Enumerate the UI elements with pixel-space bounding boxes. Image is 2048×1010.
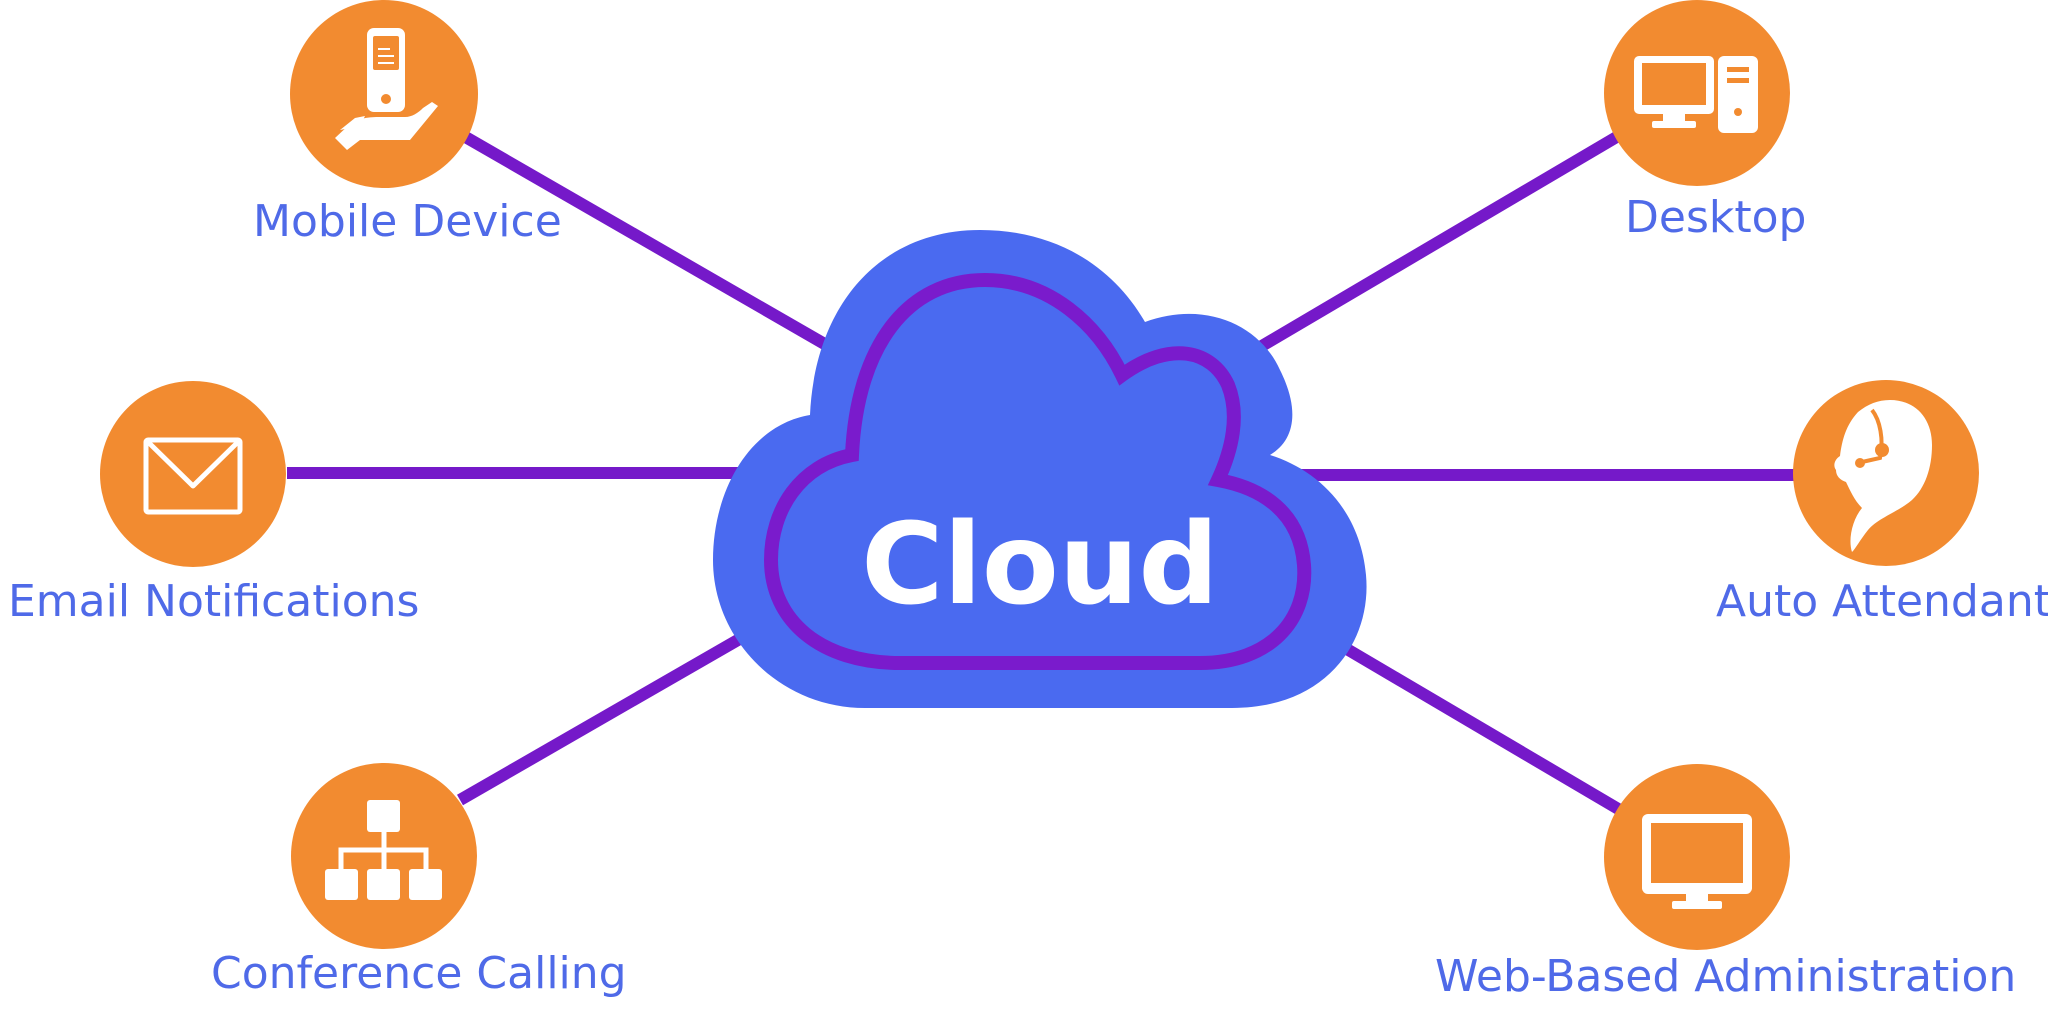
desktop-computer-icon xyxy=(1634,56,1758,133)
connector-conference-calling xyxy=(457,631,746,806)
envelope-icon xyxy=(143,437,243,515)
label-web-based-administration: Web-Based Administration xyxy=(1435,951,2017,1002)
connector-desktop xyxy=(1251,129,1624,356)
node-desktop xyxy=(1604,0,1790,186)
cloud-shape xyxy=(713,230,1367,708)
cloud-label: Cloud xyxy=(861,500,1219,630)
connectors xyxy=(287,129,1795,816)
node-auto-attendant xyxy=(1793,380,1979,566)
node-conference-calling xyxy=(291,763,477,949)
mobile-phone-in-hand-icon xyxy=(335,28,438,150)
node-mobile-device xyxy=(290,0,478,188)
label-conference-calling: Conference Calling xyxy=(211,948,627,999)
label-desktop: Desktop xyxy=(1625,192,1807,243)
label-auto-attendant: Auto Attendant xyxy=(1716,576,2048,627)
node-web-based-administration xyxy=(1604,764,1790,950)
monitor-icon xyxy=(1642,814,1752,909)
headset-operator-icon xyxy=(1834,400,1932,552)
connector-web-based-administration xyxy=(1336,639,1624,816)
node-circle-email-notifications xyxy=(100,381,286,567)
label-email-notifications: Email Notifications xyxy=(8,576,420,627)
label-mobile-device: Mobile Device xyxy=(253,196,562,247)
org-chart-icon xyxy=(325,800,442,900)
node-email-notifications xyxy=(100,381,286,567)
cloud-inner-outline xyxy=(763,272,1312,670)
connector-mobile-device xyxy=(459,129,838,356)
